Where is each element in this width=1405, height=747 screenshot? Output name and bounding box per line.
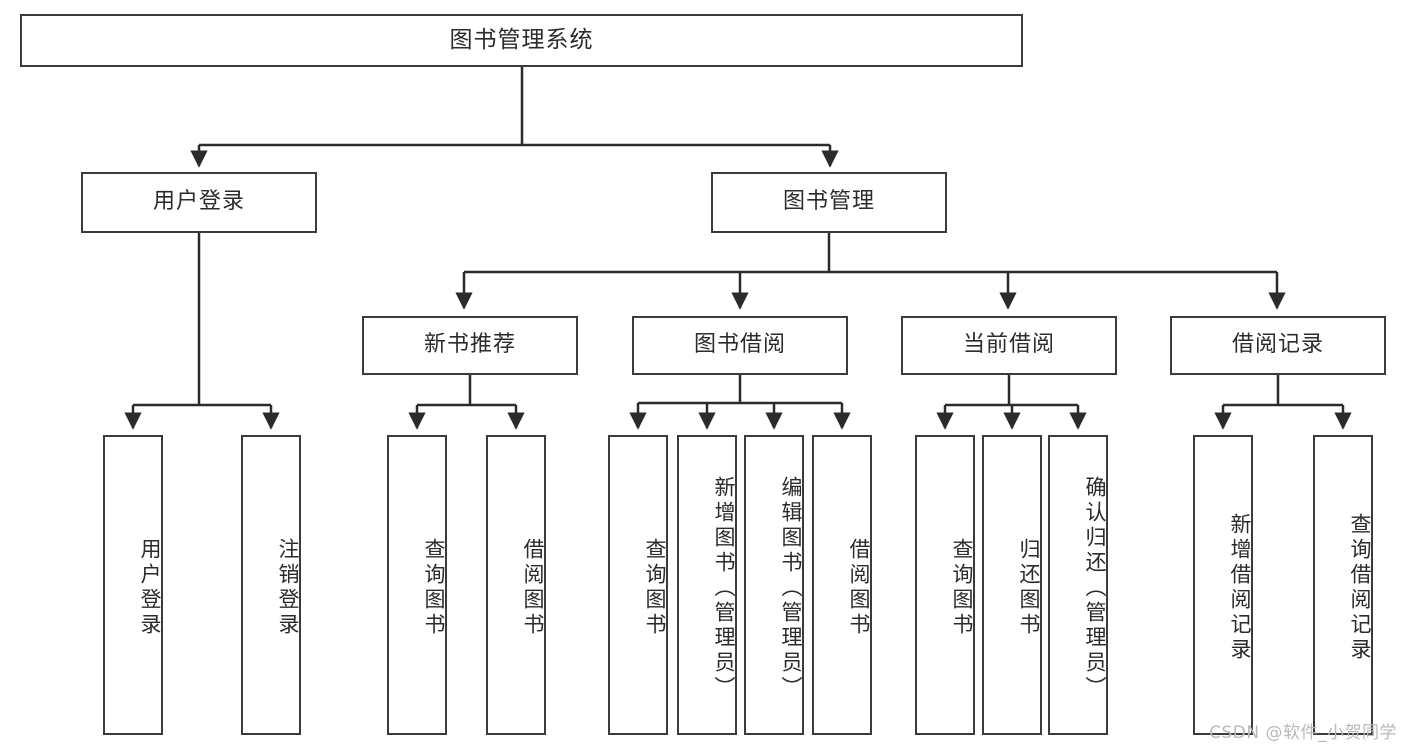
leaf-label: 借阅图书 [521,538,545,638]
node-current-borrow[interactable]: 当前借阅 [901,316,1117,375]
leaf-user-login-1[interactable]: 注销登录 [241,435,301,735]
leaf-borrow-record-0[interactable]: 新增借阅记录 [1193,435,1253,735]
leaf-label: 归还图书 [1017,538,1041,638]
node-borrow-record[interactable]: 借阅记录 [1170,316,1386,375]
leaf-label: 用户登录 [138,538,162,638]
leaf-book-borrow-3[interactable]: 借阅图书 [812,435,872,735]
leaf-current-borrow-0[interactable]: 查询图书 [915,435,975,735]
leaf-label: 查询图书 [643,538,667,638]
leaf-book-borrow-0[interactable]: 查询图书 [608,435,668,735]
leaf-current-borrow-2[interactable]: 确认归还（管理员） [1048,435,1108,735]
node-current-borrow-label: 当前借阅 [962,332,1055,358]
leaf-label: 新增借阅记录 [1228,513,1252,663]
leaf-user-login-0[interactable]: 用户登录 [103,435,163,735]
node-root-label: 图书管理系统 [449,26,594,53]
node-borrow-record-label: 借阅记录 [1231,332,1324,358]
leaf-new-book-recommend-1[interactable]: 借阅图书 [486,435,546,735]
leaf-label: 查询图书 [422,538,446,638]
node-book-manage[interactable]: 图书管理 [711,172,947,233]
leaf-label: 确认归还（管理员） [1083,475,1107,701]
leaf-current-borrow-1[interactable]: 归还图书 [982,435,1042,735]
node-book-manage-label: 图书管理 [782,189,875,215]
watermark: CSDN @软件_小贺同学 [1209,723,1397,743]
leaf-book-borrow-1[interactable]: 新增图书（管理员） [677,435,737,735]
node-new-book-recommend[interactable]: 新书推荐 [362,316,578,375]
leaf-borrow-record-1[interactable]: 查询借阅记录 [1313,435,1373,735]
leaf-label: 查询借阅记录 [1348,513,1372,663]
leaf-label: 新增图书（管理员） [712,475,736,701]
node-user-login[interactable]: 用户登录 [81,172,317,233]
node-book-borrow-label: 图书借阅 [693,332,786,358]
leaf-new-book-recommend-0[interactable]: 查询图书 [387,435,447,735]
leaf-label: 查询图书 [950,538,974,638]
leaf-label: 编辑图书（管理员） [779,475,803,701]
node-new-book-recommend-label: 新书推荐 [423,332,516,358]
node-user-login-label: 用户登录 [152,189,245,215]
leaf-label: 借阅图书 [847,538,871,638]
node-book-borrow[interactable]: 图书借阅 [632,316,848,375]
node-root[interactable]: 图书管理系统 [20,14,1023,67]
leaf-label: 注销登录 [276,538,300,638]
leaf-book-borrow-2[interactable]: 编辑图书（管理员） [744,435,804,735]
